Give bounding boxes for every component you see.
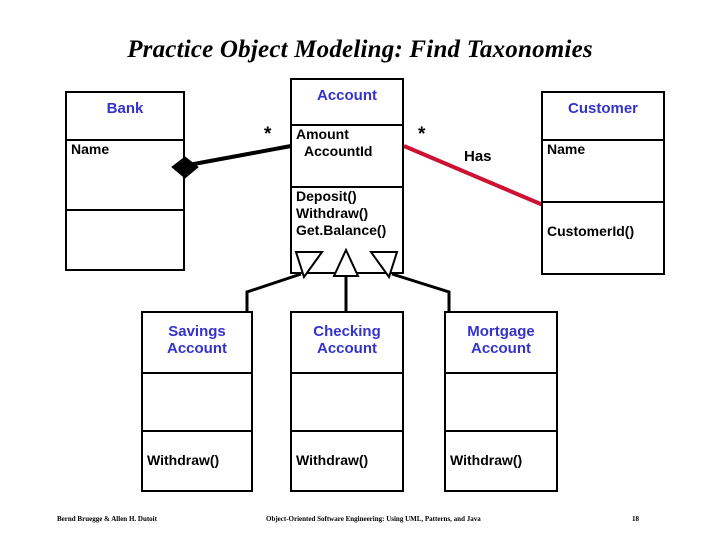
account-attributes-compartment: Amount AccountId <box>292 124 402 186</box>
checking-class-name-line2: Account <box>317 340 377 357</box>
mortgage-operation-withdraw: Withdraw() <box>450 452 523 468</box>
checking-attributes-compartment <box>292 372 402 430</box>
composition-line-bank-account <box>182 144 292 168</box>
customer-attribute-name: Name <box>547 141 586 157</box>
account-operation-deposit: Deposit() <box>296 188 357 204</box>
savings-attributes-compartment <box>143 372 251 430</box>
footer-authors: Bernd Bruegge & Allen H. Dutoit <box>57 515 157 523</box>
savings-name-compartment: Savings Account <box>143 313 251 372</box>
bank-attribute-name: Name <box>71 141 110 157</box>
account-name-compartment: Account <box>292 80 402 124</box>
customer-operation-customerid: CustomerId() <box>547 223 635 239</box>
generalization-line-mortgage <box>391 272 451 311</box>
footer-book-title: Object-Oriented Software Engineering: Us… <box>266 515 481 523</box>
account-operations-compartment: Deposit() Withdraw() Get.Balance() <box>292 186 402 272</box>
generalization-line-savings <box>245 272 302 311</box>
page-title: Practice Object Modeling: Find Taxonomie… <box>127 36 593 63</box>
bank-class-name: Bank <box>106 100 144 117</box>
class-box-savings-account[interactable]: Savings Account Withdraw() <box>141 311 253 492</box>
savings-operation-withdraw: Withdraw() <box>147 452 220 468</box>
bank-name-compartment: Bank <box>67 93 183 139</box>
bank-attributes-compartment: Name <box>67 139 183 209</box>
mortgage-name-compartment: Mortgage Account <box>446 313 556 372</box>
account-operation-getbalance: Get.Balance() <box>296 222 387 238</box>
association-line-account-customer <box>403 144 544 207</box>
savings-class-name-line2: Account <box>167 340 227 357</box>
customer-name-compartment: Customer <box>543 93 663 139</box>
class-box-customer[interactable]: Customer Name CustomerId() <box>541 91 665 275</box>
association-label-has: Has <box>464 148 492 165</box>
account-class-name: Account <box>317 87 377 104</box>
checking-operations-compartment: Withdraw() <box>292 430 402 490</box>
customer-class-name: Customer <box>567 100 638 117</box>
mortgage-operations-compartment: Withdraw() <box>446 430 556 490</box>
bank-operations-compartment <box>67 209 183 269</box>
savings-class-name-line1: Savings <box>168 323 226 340</box>
class-box-bank[interactable]: Bank Name <box>65 91 185 271</box>
footer-page-number: 18 <box>632 515 639 523</box>
account-attribute-amount: Amount <box>296 126 349 142</box>
account-attribute-accountid: AccountId <box>304 143 373 159</box>
multiplicity-bank-account: * <box>264 124 272 145</box>
account-operation-withdraw: Withdraw() <box>296 205 369 221</box>
mortgage-class-name-line2: Account <box>471 340 531 357</box>
checking-name-compartment: Checking Account <box>292 313 402 372</box>
class-box-account[interactable]: Account Amount AccountId Deposit() Withd… <box>290 78 404 274</box>
mortgage-attributes-compartment <box>446 372 556 430</box>
class-box-mortgage-account[interactable]: Mortgage Account Withdraw() <box>444 311 558 492</box>
checking-class-name-line1: Checking <box>313 323 381 340</box>
mortgage-class-name-line1: Mortgage <box>467 323 535 340</box>
savings-operations-compartment: Withdraw() <box>143 430 251 490</box>
checking-operation-withdraw: Withdraw() <box>296 452 369 468</box>
class-box-checking-account[interactable]: Checking Account Withdraw() <box>290 311 404 492</box>
customer-operations-compartment: CustomerId() <box>543 201 663 273</box>
customer-attributes-compartment: Name <box>543 139 663 201</box>
multiplicity-account-customer: * <box>418 124 426 145</box>
